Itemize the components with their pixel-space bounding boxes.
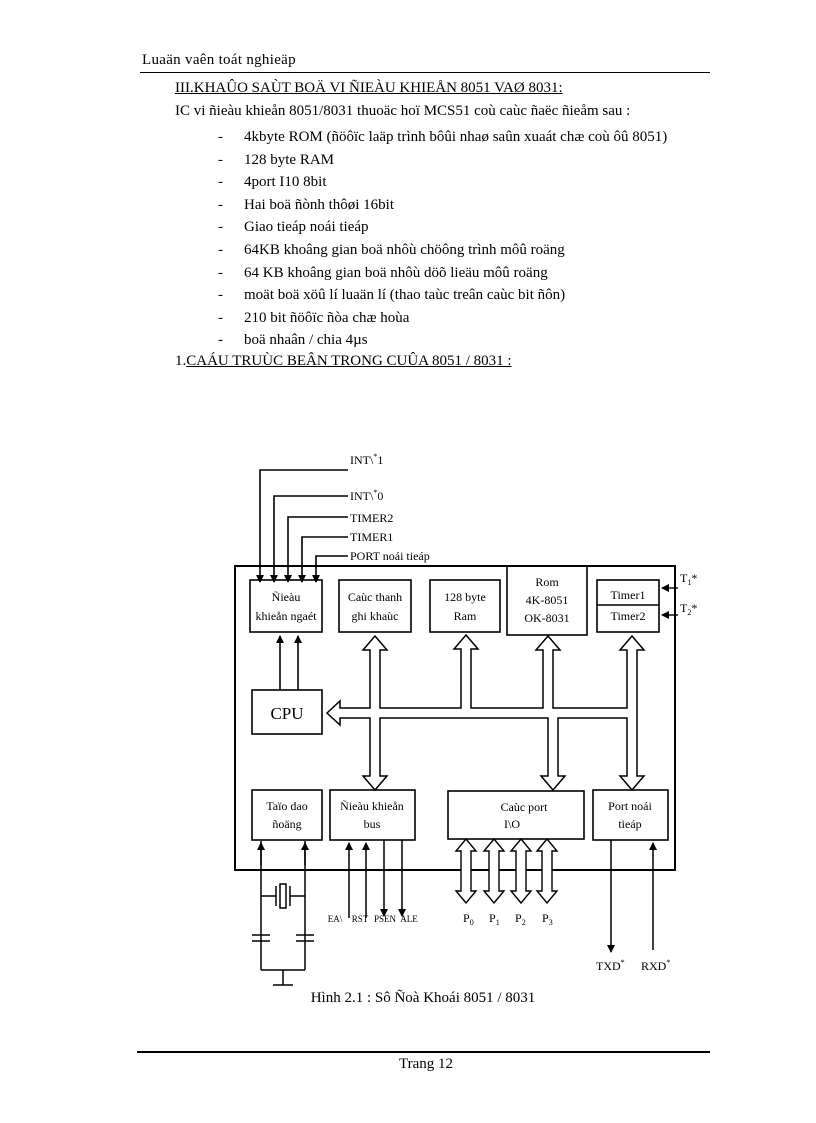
interrupt-cpu-arrows [276,635,302,690]
list-item: -Giao tieáp noái tieáp [218,219,369,236]
p0-label: P0 [463,911,474,927]
timer-inputs: T1* T2* [661,571,697,619]
registers-label-2: ghi khaùc [352,609,399,623]
serial-port-signal-label: PORT noái tieáp [350,549,430,563]
feature-list: -4kbyte ROM (ñöôïc laäp trình bôûi nhaø … [218,126,667,352]
list-item: -128 byte RAM [218,151,334,168]
list-item: -4kbyte ROM (ñöôïc laäp trình bôûi nhaø … [218,129,668,145]
header-rule [140,72,710,73]
ale-label: ALE [400,914,418,924]
oscillator-arrows [257,842,309,865]
rxd-label: RXD* [641,958,670,973]
subsection-title-text: CAÁU TRUÙC BEÂN TRONG CUÛA 8051 / 8031 : [186,353,512,369]
serial-pins [607,840,657,953]
feature-text: 64 KB khoâng gian boä nhôù döõ lieäu môû… [244,264,548,281]
list-item: -210 bit ñöôïc ñòa chæ hoùa [218,309,410,326]
interrupt-control-block: Ñieàu khieån ngaét [249,579,323,633]
registers-block: Caùc thanh ghi khaùc [338,579,412,633]
interrupt-label-1: Ñieàu [272,590,301,604]
rom-label-1: Rom [535,575,559,589]
bus-pin-labels: EA\ RST PSEN ALE [328,914,418,924]
section-title: III.KHAÛO SAÙT BOÄ VI ÑIEÀU KHIEÅN 8051 … [175,80,563,96]
subsection-title: 1.CAÁU TRUÙC BEÂN TRONG CUÛA 8051 / 8031… [175,353,512,370]
timers-block: Timer1 Timer2 [596,579,660,633]
cpu-label: CPU [270,704,303,723]
txd-label: TXD* [596,958,625,973]
internal-bus [325,633,646,792]
oscillator-label-2: ñoäng [272,817,301,831]
serial-pin-labels: TXD* RXD* [596,958,670,973]
t1-label: T1* [680,571,697,587]
bus-control-label-2: bus [364,817,381,831]
feature-text: 64KB khoâng gian boä nhôù chöông trình m… [244,241,565,258]
timer1-signal-label: TIMER1 [350,530,393,544]
list-item: -boä nhaân / chia 4µs [218,332,368,349]
ram-label-1: 128 byte [444,590,486,604]
feature-text: Giao tieáp noái tieáp [244,219,369,236]
feature-text: 4port I10 8bit [244,174,327,191]
list-item: -4port I10 8bit [218,174,327,191]
block-diagram: INT\*1 INT\*0 TIMER2 TIMER1 PORT noái ti… [234,452,697,986]
int1-label: INT\*1 [350,452,383,467]
p1-label: P1 [489,911,500,927]
ram-block: 128 byte Ram [429,579,501,633]
serial-label-2: tieáp [618,817,641,831]
bus-control-pins [345,840,406,918]
oscillator-block: Taïo dao ñoäng [251,789,323,841]
list-item: -Hai boä ñònh thôøi 16bit [218,196,394,213]
int0-label: INT\*0 [350,488,383,503]
rom-label-2: 4K-8051 [526,593,569,607]
rst-label: RST [352,914,369,924]
cpu-block: CPU [251,689,323,735]
bus-control-block: Ñieàu khieån bus [329,789,416,841]
ram-label-2: Ram [454,609,477,623]
feature-text: 128 byte RAM [244,151,334,168]
io-ports-label-1: Caùc port [501,800,549,814]
bus-control-label-1: Ñieàu khieån [340,799,404,813]
timer2-label: Timer2 [611,609,646,623]
rom-block: Rom 4K-8051 OK-8031 [506,565,588,636]
list-item: -moät boä xöû lí luaän lí (thao taùc tre… [218,287,566,304]
serial-label-1: Port noái [608,799,652,813]
interrupt-input-lines [256,469,348,583]
feature-text: 210 bit ñöôïc ñòa chæ hoùa [244,309,410,326]
timer1-label: Timer1 [611,588,646,602]
feature-text: boä nhaân / chia 4µs [244,332,368,349]
psen-label: PSEN [374,914,397,924]
interrupt-label-2: khieån ngaét [256,609,318,623]
feature-text: moät boä xöû lí luaän lí (thao taùc treâ… [244,287,566,304]
running-header: Luaän vaên toát nghieäp [142,52,296,68]
serial-port-block: Port noái tieáp [592,789,669,841]
list-item: -64 KB khoâng gian boä nhôù döõ lieäu mô… [218,264,548,281]
oscillator-label-1: Taïo dao [266,799,307,813]
figure-caption: Hình 2.1 : Sô Ñoà Khoái 8051 / 8031 [310,990,536,1006]
registers-label-1: Caùc thanh [348,590,402,604]
intro-paragraph: IC vi ñieàu khieån 8051/8031 thuoäc hoï … [175,103,631,119]
rom-label-3: OK-8031 [524,611,569,625]
port-labels: P0 P1 P2 P3 [463,911,553,927]
port-arrows [454,837,559,905]
io-ports-block: Caùc port I\O [447,790,585,840]
p2-label: P2 [515,911,526,927]
chip-outline [234,565,676,871]
signal-labels: INT\*1 INT\*0 TIMER2 TIMER1 PORT noái ti… [350,452,430,563]
timer2-signal-label: TIMER2 [350,511,393,525]
feature-text: Hai boä ñònh thôøi 16bit [244,196,394,213]
footer-rule [137,1051,710,1053]
t2-label: T2* [680,601,697,617]
list-item: -64KB khoâng gian boä nhôù chöông trình … [218,241,565,258]
feature-text: 4kbyte ROM (ñöôïc laäp trình bôûi nhaø s… [244,129,668,145]
io-ports-label-2: I\O [504,817,520,831]
page-number: Trang 12 [398,1056,454,1072]
subsection-number: 1. [175,353,187,369]
p3-label: P3 [542,911,553,927]
ea-label: EA\ [328,914,343,924]
